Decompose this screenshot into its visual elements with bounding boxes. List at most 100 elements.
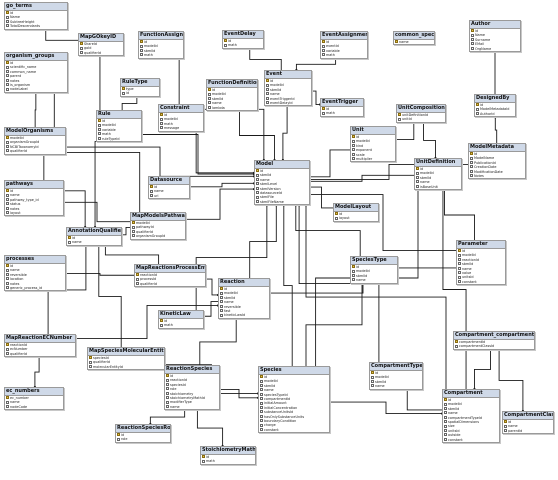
relationship-line bbox=[295, 58, 337, 70]
column-name: modelId bbox=[136, 221, 150, 225]
column-icon bbox=[6, 74, 9, 78]
column-name: name bbox=[260, 177, 270, 182]
column-row: location bbox=[5, 277, 65, 281]
column-row: parentId bbox=[503, 429, 553, 433]
column-name: name bbox=[170, 404, 180, 409]
column-row: name bbox=[207, 101, 257, 105]
column-icon bbox=[371, 375, 374, 379]
column-name: ShareId bbox=[84, 42, 97, 46]
column-row: math bbox=[97, 132, 141, 136]
column-row: initialConcentration bbox=[259, 406, 329, 410]
column-name: outside bbox=[448, 433, 461, 438]
column-name: organismGroupId bbox=[10, 140, 40, 145]
column-name: eventDelayId bbox=[270, 100, 293, 105]
column-icon bbox=[266, 88, 269, 92]
column-row: math bbox=[321, 53, 367, 57]
column-name: TotalDescendants bbox=[10, 24, 40, 29]
primary-key-icon bbox=[224, 39, 227, 43]
column-icon bbox=[260, 427, 263, 431]
relationship-line bbox=[66, 273, 134, 276]
column-row: eventId bbox=[321, 44, 367, 48]
table-map-models-pathways[interactable]: MapModelsPathwaysmodelIdpathwayIdqualifi… bbox=[130, 212, 186, 240]
column-row: name bbox=[149, 189, 189, 193]
column-row: variable bbox=[321, 49, 367, 53]
table-common-species[interactable]: common_speciesname bbox=[393, 31, 435, 46]
column-icon bbox=[322, 49, 325, 53]
column-name: unitDefinitionId bbox=[402, 113, 429, 117]
table-title: go_terms bbox=[5, 3, 67, 11]
column-name: layout bbox=[10, 210, 21, 215]
primary-key-icon bbox=[476, 103, 479, 107]
column-icon bbox=[98, 132, 101, 136]
column-icon bbox=[416, 171, 419, 175]
column-name: compartmentClassId bbox=[459, 344, 495, 349]
relationship-line bbox=[305, 283, 363, 366]
table-function-assignment[interactable]: FunctionAssignmentidmodelIdsbmlIdmath bbox=[138, 31, 184, 59]
table-title: Species bbox=[259, 367, 329, 375]
table-compartment-compartment-class[interactable]: Compartment_compartmentClasscompartmentI… bbox=[453, 331, 535, 350]
column-name: constant bbox=[448, 437, 463, 442]
table-title: ModelLayout bbox=[334, 204, 378, 212]
primary-key-icon bbox=[455, 340, 458, 344]
column-row: notes bbox=[5, 282, 65, 286]
column-icon bbox=[122, 91, 125, 95]
column-row: modelId bbox=[159, 117, 203, 121]
relationship-line bbox=[444, 190, 475, 240]
column-icon bbox=[6, 149, 9, 153]
primary-key-icon bbox=[150, 185, 153, 189]
column-icon bbox=[458, 266, 461, 270]
column-row: sbmlLevel bbox=[255, 182, 309, 186]
column-icon bbox=[166, 383, 169, 387]
column-name: reversible bbox=[10, 272, 27, 277]
primary-key-icon bbox=[444, 398, 447, 402]
column-row: common_name bbox=[5, 70, 67, 74]
column-name: lambda bbox=[212, 105, 225, 110]
primary-key-icon bbox=[80, 42, 83, 46]
column-row: nodeCode bbox=[5, 405, 63, 409]
primary-key-icon bbox=[6, 343, 9, 347]
column-row: modelId bbox=[131, 221, 185, 225]
column-row: qualifierId bbox=[135, 282, 205, 286]
column-icon bbox=[352, 148, 355, 152]
table-map-reactions-process-entities[interactable]: MapReactionsProcessEntitiesreactionIdpro… bbox=[134, 264, 206, 288]
column-name: reactionId bbox=[140, 273, 157, 277]
